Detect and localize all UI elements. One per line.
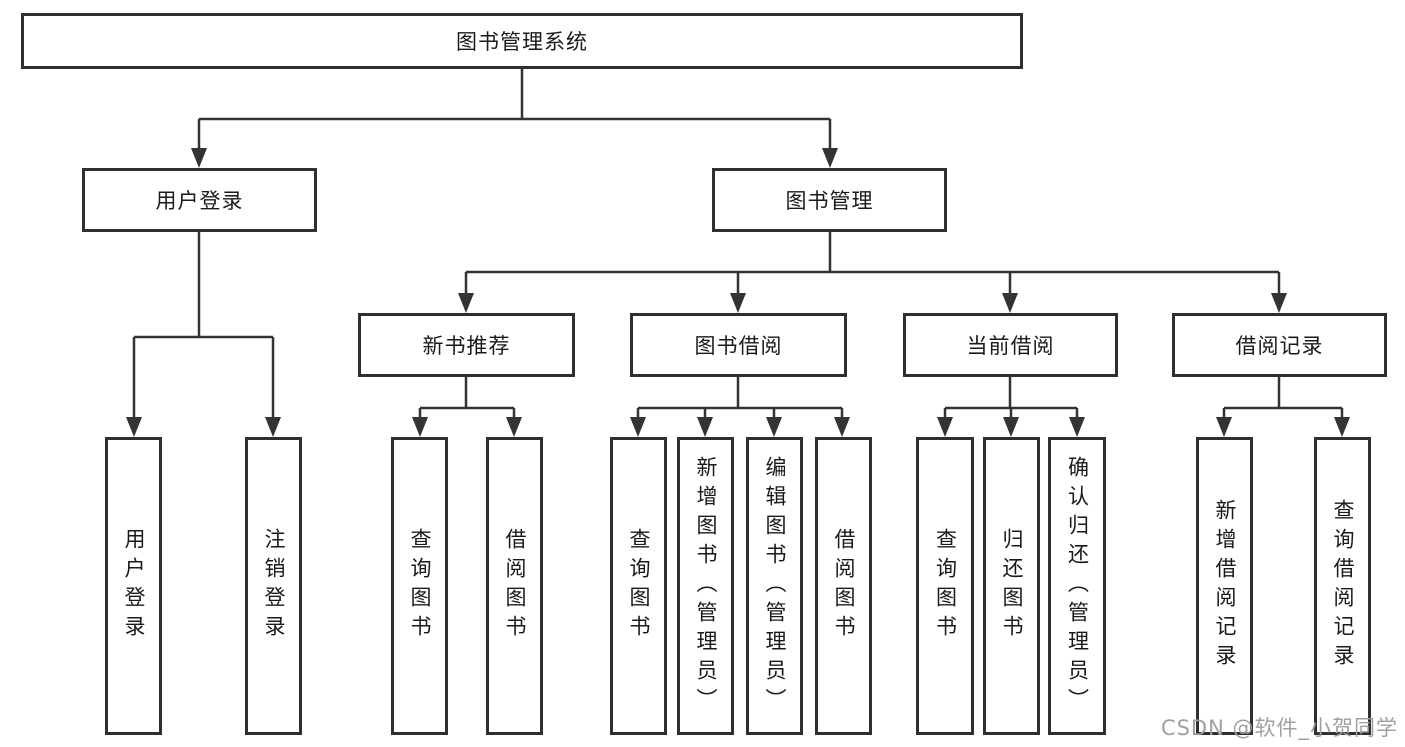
node-label: 查询图书 [408, 528, 432, 644]
leaf-query-books-recommend: 查询图书 [391, 437, 448, 735]
node-label: 新增图书（管理员） [694, 455, 718, 717]
leaf-logout: 注销登录 [245, 437, 302, 735]
node-label: 归还图书 [1000, 528, 1024, 644]
node-borrowing-records: 借阅记录 [1172, 313, 1387, 377]
node-current-borrowing: 当前借阅 [903, 313, 1118, 377]
leaf-edit-books-admin: 编辑图书（管理员） [746, 437, 803, 735]
leaf-add-books-admin: 新增图书（管理员） [677, 437, 734, 735]
node-label: 图书管理系统 [456, 30, 588, 54]
node-label: 查询图书 [933, 528, 958, 644]
node-book-management-branch: 图书管理 [712, 168, 947, 232]
node-label: 当前借阅 [966, 334, 1055, 358]
node-label: 用户登录 [122, 528, 146, 644]
leaf-query-borrow-record: 查询借阅记录 [1314, 437, 1371, 735]
node-label: 注销登录 [262, 528, 286, 644]
node-label: 借阅图书 [832, 528, 856, 644]
leaf-confirm-return-admin: 确认归还（管理员） [1048, 437, 1106, 735]
leaf-borrow-books-borrowing: 借阅图书 [815, 437, 872, 735]
node-label: 查询借阅记录 [1331, 499, 1355, 673]
node-label: 图书借阅 [694, 334, 783, 358]
leaf-user-login: 用户登录 [105, 437, 162, 735]
node-label: 用户登录 [155, 189, 244, 213]
csdn-watermark: CSDN @软件_小贺同学 [1160, 716, 1398, 740]
leaf-borrow-books-recommend: 借阅图书 [486, 437, 543, 735]
leaf-query-books-current: 查询图书 [916, 437, 974, 735]
node-label: 新书推荐 [422, 334, 511, 358]
node-new-book-recommendation: 新书推荐 [358, 313, 575, 377]
node-book-borrowing: 图书借阅 [630, 313, 847, 377]
node-label: 新增借阅记录 [1213, 499, 1237, 673]
node-label: 编辑图书（管理员） [763, 455, 787, 717]
node-library-management-system: 图书管理系统 [21, 13, 1023, 69]
node-label: 查询图书 [627, 528, 651, 644]
node-label: 借阅图书 [503, 528, 527, 644]
leaf-return-books: 归还图书 [983, 437, 1040, 735]
node-label: 图书管理 [785, 189, 874, 213]
arrowheads [126, 148, 1350, 437]
node-label: 确认归还（管理员） [1065, 455, 1090, 717]
node-label: 借阅记录 [1235, 334, 1324, 358]
leaf-query-books-borrowing: 查询图书 [610, 437, 667, 735]
node-user-login-branch: 用户登录 [82, 168, 317, 232]
leaf-add-borrow-record: 新增借阅记录 [1196, 437, 1253, 735]
